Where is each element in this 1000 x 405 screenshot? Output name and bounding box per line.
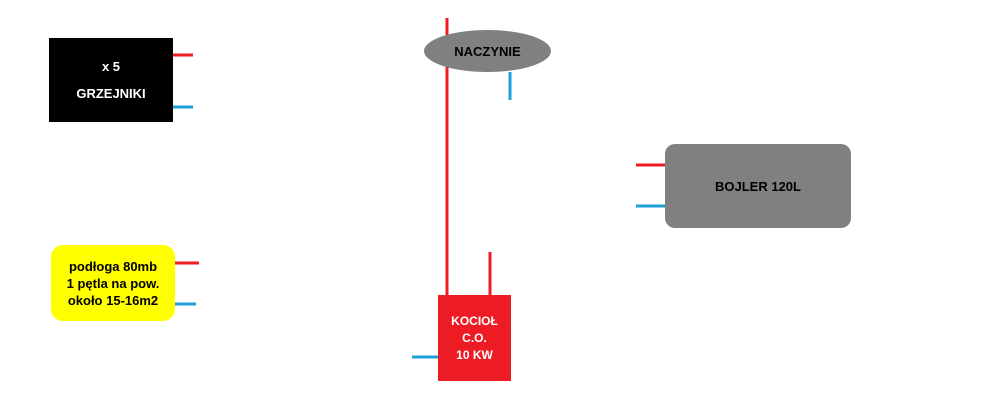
furnace-title: KOCIOŁ [451, 313, 498, 328]
underfloor-heating-area: około 15-16m2 [67, 292, 159, 308]
furnace-type: C.O. [462, 330, 487, 345]
underfloor-heating-loops: 1 pętla na pow. [66, 275, 160, 291]
radiators-block: x 5 GRZEJNIKI [49, 38, 173, 122]
underfloor-heating-block: podłoga 80mb 1 pętla na pow. około 15-16… [51, 245, 175, 321]
furnace-power: 10 KW [456, 347, 493, 362]
radiators-count: x 5 [101, 59, 121, 74]
water-heater-block: BOJLER 120L [665, 144, 851, 228]
radiators-label: GRZEJNIKI [76, 86, 146, 101]
expansion-vessel-block: NACZYNIE [424, 30, 551, 72]
water-heater-label: BOJLER 120L [715, 178, 801, 194]
underfloor-heating-length: podłoga 80mb [68, 258, 158, 274]
furnace-block: KOCIOŁ C.O. 10 KW [438, 295, 511, 381]
expansion-vessel-label: NACZYNIE [454, 43, 521, 59]
